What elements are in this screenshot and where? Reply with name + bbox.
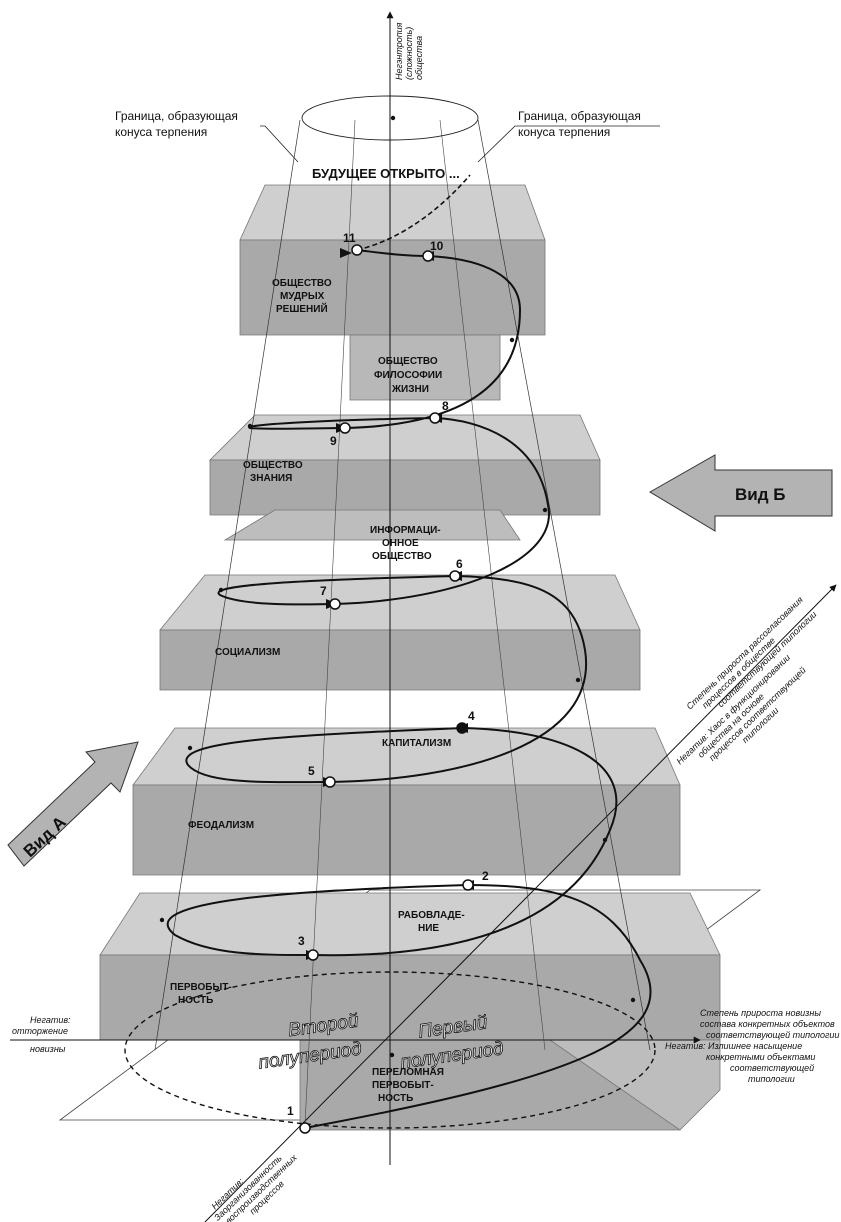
spiral-arrowhead [340, 248, 352, 258]
stage-socialism: СОЦИАЛИЗМ [215, 647, 280, 658]
point-label-2: 2 [482, 869, 489, 883]
block-4 [209, 414, 601, 541]
point-label-3: 3 [298, 934, 305, 948]
stage-wisdom: ОБЩЕСТВО МУДРЫХ РЕШЕНИЙ [272, 278, 332, 315]
svg-text:ЖИЗНИ: ЖИЗНИ [391, 384, 429, 395]
spiral-future-dashed [356, 174, 471, 251]
cone-label-right: Граница, образующая конуса терпения [477, 109, 660, 163]
svg-text:ПЕРЕЛОМНАЯ: ПЕРЕЛОМНАЯ [372, 1067, 444, 1078]
spiral-point-6 [449, 570, 461, 582]
spiral-point-1 [299, 1122, 311, 1134]
svg-text:Граница, образующая кону: Граница, образующая конуса терпения [115, 109, 241, 139]
cone-dot [159, 917, 165, 923]
block-2 [132, 727, 681, 876]
diagonal-down-negation: Негатив: Заорганизованность воспроизводс… [205, 1136, 307, 1222]
spiral-point-5 [324, 776, 336, 788]
point-label-4: 4 [468, 709, 475, 723]
spiral-point-4 [456, 722, 468, 734]
horizontal-left-negation: Негатив: отторжение новизны [12, 1015, 73, 1054]
stage-capitalism: КАПИТАЛИЗМ [382, 738, 451, 749]
stage-primitive-turning: ПЕРЕЛОМНАЯ ПЕРВОБЫТ- НОСТЬ [372, 1067, 444, 1104]
cone-dot [602, 837, 608, 843]
svg-text:ПЕРВОБЫТ-: ПЕРВОБЫТ- [170, 982, 232, 993]
svg-text:НОСТЬ: НОСТЬ [378, 1093, 413, 1104]
point-label-9: 9 [330, 434, 337, 448]
horizontal-right-label: Степень прироста новизны состава конкрет… [700, 1008, 839, 1040]
cone-boundary-right [477, 119, 651, 1051]
point-label-10: 10 [430, 239, 444, 253]
svg-text:Вид Б: Вид Б [735, 485, 785, 504]
cone-inner-right [439, 119, 546, 1051]
svg-text:ОБЩЕСТВО: ОБЩЕСТВО [378, 356, 438, 367]
svg-text:ОННОЕ: ОННОЕ [382, 538, 419, 549]
spiral-point-8 [429, 412, 441, 424]
stage-slavery: РАБОВЛАДЕ- НИЕ [398, 910, 465, 934]
svg-text:НОСТЬ: НОСТЬ [178, 995, 213, 1006]
cone-dot [187, 745, 193, 751]
block-3 [159, 574, 641, 691]
svg-text:НИЕ: НИЕ [418, 923, 439, 934]
svg-text:ПЕРВОБЫТ-: ПЕРВОБЫТ- [372, 1080, 434, 1091]
view-b-arrow: Вид Б [649, 454, 833, 532]
stage-information: ИНФОРМАЦИ- ОННОЕ ОБЩЕСТВО [370, 525, 441, 562]
cone-dot [542, 507, 548, 513]
vertical-axis-label: Негэнтропия (сложность) общества [394, 20, 424, 80]
horizontal-right-negation: Негатив: Излишнее насыщение конкретными … [665, 1041, 818, 1084]
stage-philosophy: ОБЩЕСТВО ФИЛОСОФИИ ЖИЗНИ [374, 356, 442, 395]
block-5 [239, 184, 546, 401]
block-1 [99, 892, 721, 1131]
cone-dot [630, 997, 636, 1003]
svg-text:РАБОВЛАДЕ-: РАБОВЛАДЕ- [398, 910, 465, 921]
svg-text:ФИЛОСОФИИ: ФИЛОСОФИИ [374, 370, 442, 381]
cone-dot [509, 337, 515, 343]
point-label-1: 1 [287, 1104, 294, 1118]
point-label-11: 11 [343, 231, 356, 245]
point-label-8: 8 [442, 399, 449, 413]
cone-dot [218, 587, 224, 593]
point-label-7: 7 [320, 584, 327, 598]
svg-text:ОБЩЕСТВО: ОБЩЕСТВО [272, 278, 332, 289]
stage-knowledge: ОБЩЕСТВО ЗНАНИЯ [243, 460, 303, 484]
view-a-arrow: Вид А [7, 741, 139, 867]
base-ellipse [124, 971, 656, 1129]
spiral-point-2 [462, 879, 474, 891]
spiral-point-11 [351, 244, 363, 256]
cone-dot [575, 677, 581, 683]
stage-primitive: ПЕРВОБЫТ- НОСТЬ [170, 982, 232, 1006]
point-label-6: 6 [456, 557, 463, 571]
point-label-5: 5 [308, 764, 315, 778]
future-label: БУДУЩЕЕ ОТКРЫТО ... [312, 166, 460, 181]
svg-text:ИНФОРМАЦИ-: ИНФОРМАЦИ- [370, 525, 441, 536]
cone-boundary-left [154, 119, 301, 1051]
svg-text:Граница, образующая кону: Граница, образующая конуса терпения [518, 109, 644, 139]
spiral-point-9 [339, 422, 351, 434]
svg-text:ОБЩЕСТВО: ОБЩЕСТВО [243, 460, 303, 471]
svg-text:МУДРЫХ: МУДРЫХ [280, 291, 325, 302]
cone-label-left: Граница, образующая конуса терпения [115, 109, 299, 163]
svg-text:РЕШЕНИЙ: РЕШЕНИЙ [276, 302, 328, 315]
svg-text:ЗНАНИЯ: ЗНАНИЯ [250, 473, 292, 484]
diagonal-axis [204, 584, 837, 1222]
cone-top-ellipse [301, 95, 479, 141]
spiral-point-7 [329, 598, 341, 610]
spiral-point-10 [422, 250, 434, 262]
stage-feudalism: ФЕОДАЛИЗМ [188, 820, 254, 831]
cone-dot [389, 1052, 395, 1058]
svg-text:ОБЩЕСТВО: ОБЩЕСТВО [372, 551, 432, 562]
spiral-point-3 [307, 949, 319, 961]
cone-dot [390, 115, 396, 121]
cone-dot [247, 423, 253, 429]
